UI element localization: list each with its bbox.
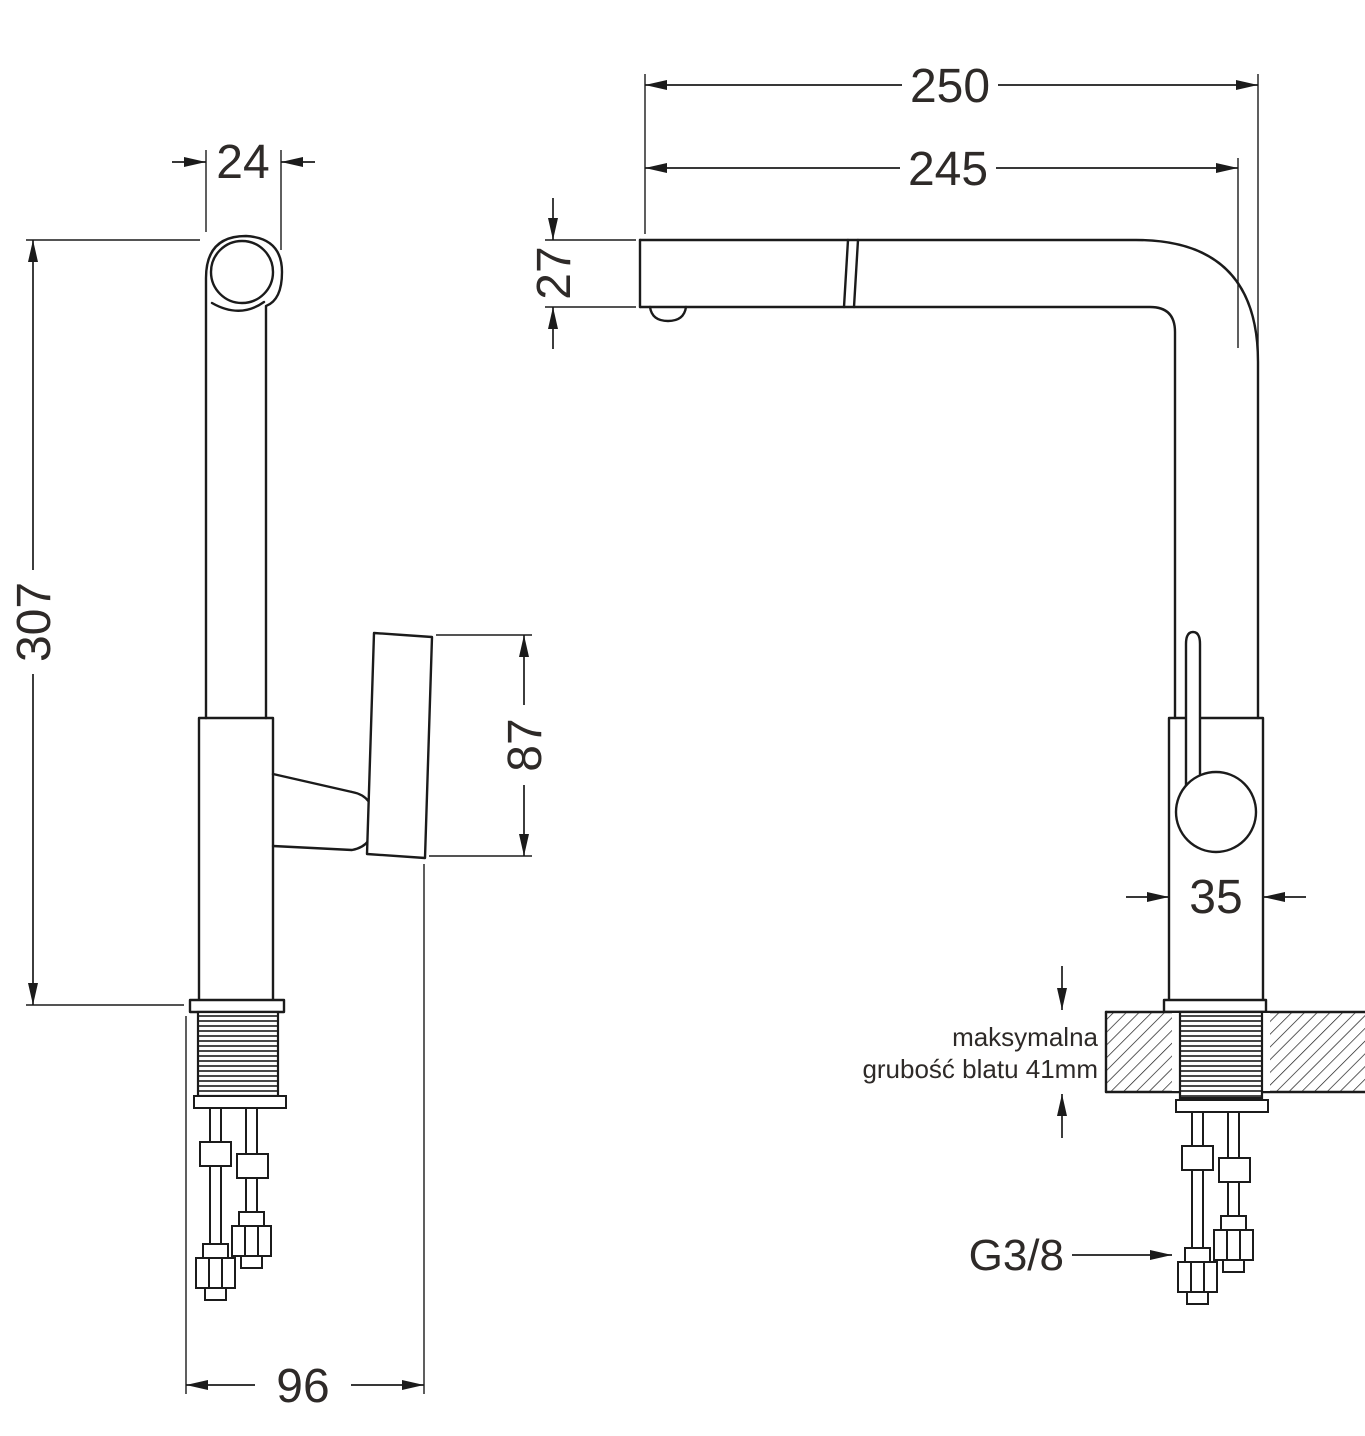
side-threaded-shank [196, 1010, 280, 1098]
dimension-96: 96 [185, 864, 425, 1413]
dimension-245: 245 [645, 143, 1239, 348]
dimension-label-87: 87 [499, 718, 552, 771]
front-handle-ball [1174, 770, 1258, 854]
dimension-label-35: 35 [1189, 871, 1242, 924]
thread-callout: G3/8 [969, 1231, 1172, 1280]
front-spout-outer [638, 238, 1265, 1002]
front-handle-lever [1184, 630, 1202, 794]
countertop-note-line2: grubość blatu 41mm [862, 1054, 1098, 1084]
side-spout-outlet-circle [209, 239, 275, 305]
front-pullout-joint-1 [842, 238, 850, 309]
front-view [638, 238, 1365, 1305]
dimension-307: 307 [8, 239, 200, 1006]
side-body [197, 716, 275, 1002]
dimension-27: 27 [528, 198, 636, 349]
countertop-thickness: maksymalna grubość blatu 41mm [862, 966, 1099, 1138]
side-handle-blade [365, 631, 434, 860]
dimension-label-307: 307 [8, 582, 61, 662]
front-aerator [648, 305, 688, 323]
side-base-flange [188, 998, 286, 1014]
front-pullout-joint-2 [852, 238, 860, 309]
dimension-87: 87 [429, 634, 552, 857]
dimension-24: 24 [172, 136, 315, 250]
dimension-label-27: 27 [528, 246, 581, 299]
mounting-hardware [193, 1095, 287, 1301]
dimension-label-250: 250 [910, 60, 990, 113]
side-handle-cone [271, 772, 376, 852]
mounting-hardware-front [1175, 1099, 1269, 1305]
side-aerator-lip [210, 300, 266, 312]
dimension-label-96: 96 [276, 1360, 329, 1413]
countertop-note-line1: maksymalna [952, 1022, 1098, 1052]
dimension-35: 35 [1126, 871, 1306, 924]
dimension-label-245: 245 [908, 143, 988, 196]
front-spout-inner [638, 305, 1177, 1002]
dimension-250: 250 [644, 60, 1259, 356]
front-threaded-shank [1178, 1010, 1264, 1100]
thread-callout-label: G3/8 [969, 1231, 1064, 1280]
dimension-label-24: 24 [216, 136, 269, 189]
side-view [188, 234, 434, 1301]
front-base-flange [1162, 998, 1268, 1014]
side-spout-pipe [204, 234, 284, 720]
